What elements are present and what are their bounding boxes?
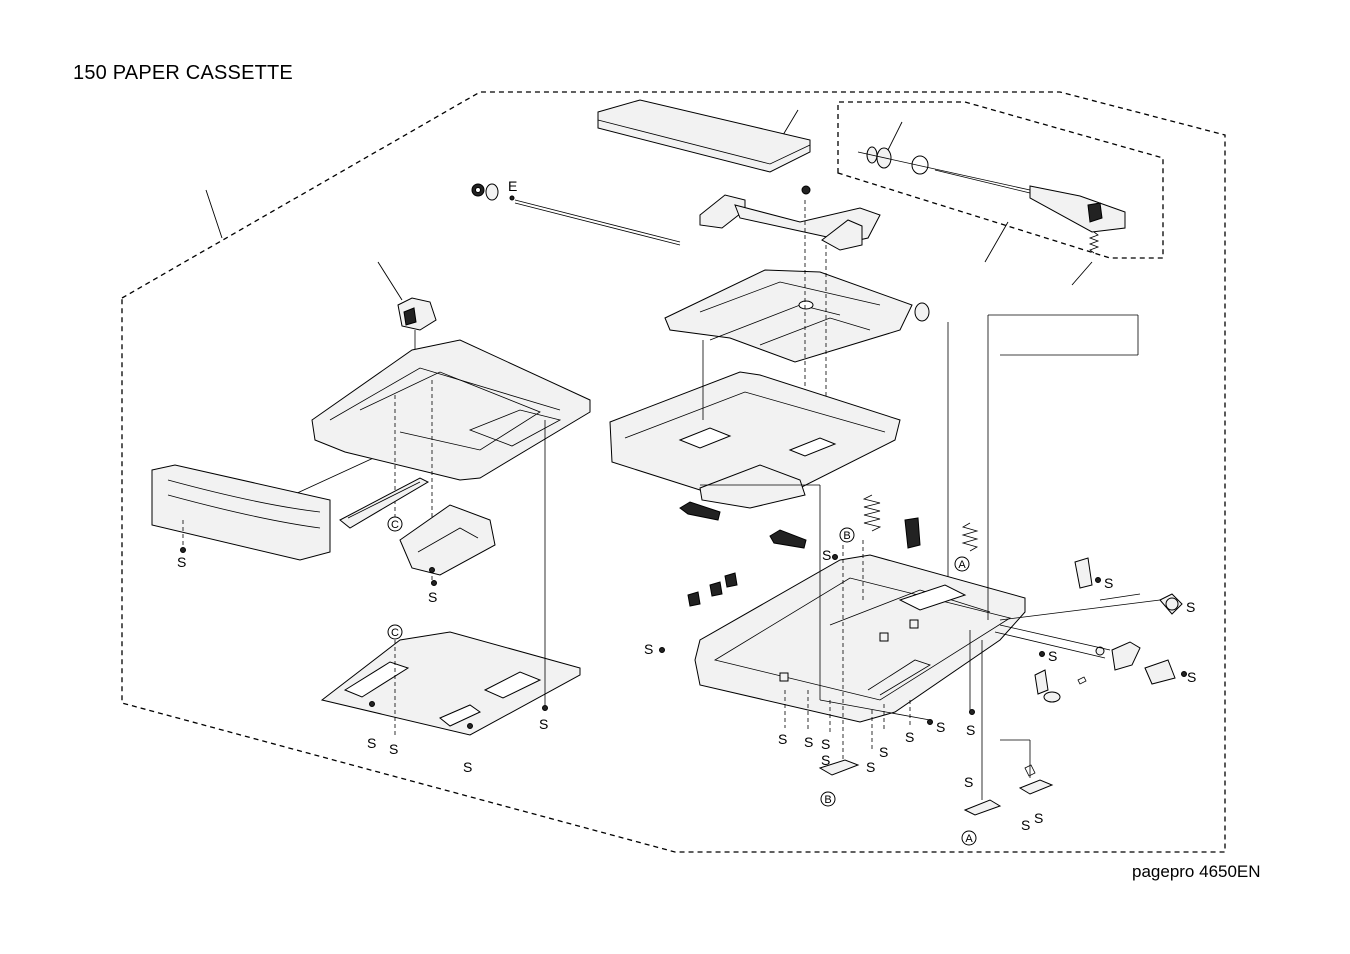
ref-marker-c: C [387,516,403,532]
cassette-bottom-plate [320,420,581,736]
ref-marker-a: A [954,556,970,572]
screw-label: S [1034,810,1043,826]
screw-label: S [821,752,830,768]
left-cassette-frame [311,339,591,585]
cassette-base-frame [694,554,1026,723]
page-title: 150 PAPER CASSETTE [73,62,293,84]
screw-label: S [804,734,813,750]
connection-lines [700,314,1139,800]
screw-label: S [367,735,376,751]
screw-label: S [1186,599,1195,615]
screw-label: S [463,759,472,775]
screw-label: S [1048,648,1057,664]
cassette-top-cover [597,99,811,173]
svg-text:B: B [824,794,831,806]
guide-rail [339,477,430,529]
assembly-boundary [121,91,1226,853]
screw-label: S [1021,817,1030,833]
ref-marker-c: C [387,624,403,640]
svg-text:A: A [958,559,966,571]
base-clips [687,572,738,607]
screw-label: S [1187,669,1196,685]
screw-label: S [778,731,787,747]
tray-hooks [679,501,807,549]
lift-springs [862,494,979,552]
screw-label: S [966,722,975,738]
lower-brackets [818,759,1054,816]
model-footer: pagepro 4650EN [1132,862,1261,881]
left-pickup-lever [397,297,437,430]
screw-label: S [177,554,186,570]
screw-label: S [866,759,875,775]
screw-label: S [539,716,548,732]
svg-text:B: B [843,530,850,542]
screw-label: S [936,719,945,735]
leader-line [1071,261,1093,286]
lift-plate [664,200,930,440]
cassette-front-cover [151,464,331,561]
screw-label: S [389,741,398,757]
e-ring-label: E [508,178,517,194]
screw-dots [431,554,975,725]
screw-label: S [822,547,831,563]
screw-label: S [964,774,973,790]
main-paper-tray [609,322,949,620]
screw-label: S [821,736,830,752]
ref-marker-b: B [839,527,855,543]
pickup-roller-assembly [857,146,1126,254]
leader-line [205,189,223,239]
corner-separator [399,504,496,576]
drive-shaft-assembly [471,183,681,246]
screw-label: S [644,641,653,657]
paper-guide-frame [699,185,881,251]
ref-marker-b: B [820,791,836,807]
screw-label: S [1104,575,1113,591]
right-gear-and-levers [994,557,1187,703]
leader-line [887,121,903,151]
svg-text:A: A [965,833,973,845]
svg-text:C: C [391,627,399,639]
leader-line [377,261,403,301]
ref-marker-a: A [961,830,977,846]
screw-label: S [428,589,437,605]
screw-label: S [879,744,888,760]
leader-line [984,221,1009,263]
svg-text:C: C [391,519,399,531]
screw-label: S [905,729,914,745]
